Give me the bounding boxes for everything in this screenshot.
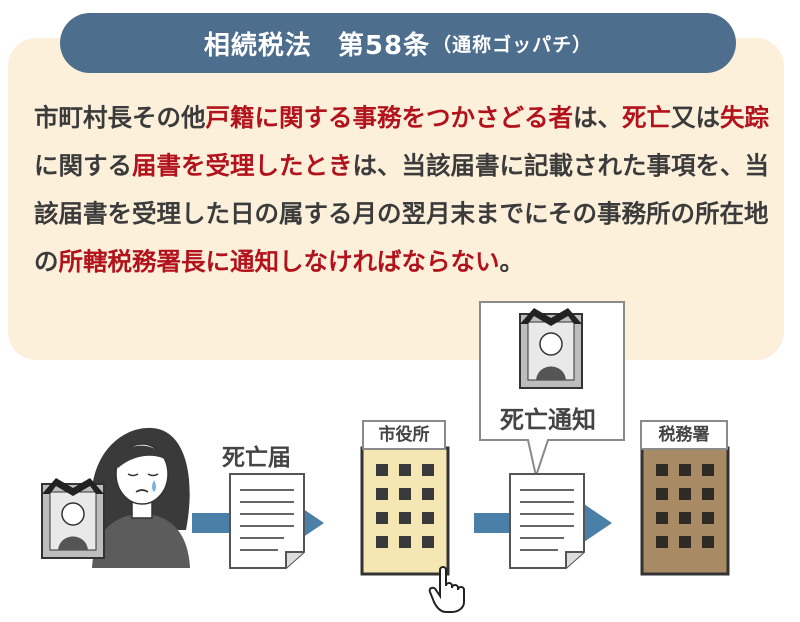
article-segment: に関する xyxy=(34,151,132,180)
title-banner: 相続税法 第58条 （通称ゴッパチ） xyxy=(60,13,736,73)
article-segment: 又は xyxy=(671,103,720,132)
death-report-document-icon xyxy=(229,473,305,569)
article-segment: 。 xyxy=(499,247,525,276)
tax-office-sign: 税務署 xyxy=(640,420,728,450)
article-segment: 市町村長その他 xyxy=(34,103,206,132)
city-office-building-icon xyxy=(360,446,450,576)
article-highlight: 失踪 xyxy=(720,103,769,132)
article-highlight: 届書を受理したとき xyxy=(132,151,353,180)
nickname-note: （通称ゴッパチ） xyxy=(432,33,593,56)
article-segment: は、当該届書に記載された事項を、当該届書を受理した日の属する月の翌月末までにその… xyxy=(34,151,769,276)
article-panel xyxy=(8,38,784,360)
article-highlight: 戸籍に関する事務をつかさどる者 xyxy=(205,103,574,132)
article-text: 市町村長その他戸籍に関する事務をつかさどる者は、死亡又は失踪に関する届書を受理し… xyxy=(34,94,772,286)
bereaved-person-icon xyxy=(41,427,190,568)
tax-office-building-icon xyxy=(640,446,730,576)
article-number: 第58条 xyxy=(337,30,431,61)
article-highlight: 死亡 xyxy=(622,103,671,132)
city-office-sign: 市役所 xyxy=(362,420,446,450)
death-report-label: 死亡届 xyxy=(222,445,291,471)
hand-cursor-icon xyxy=(428,566,465,613)
article-highlight: 所轄税務署長に通知しなければならない xyxy=(58,247,500,276)
death-notice-bubble xyxy=(479,301,625,480)
law-name: 相続税法 xyxy=(203,30,312,61)
death-notice-document-icon xyxy=(509,473,585,569)
article-segment: は、 xyxy=(573,103,622,132)
death-notice-label: 死亡通知 xyxy=(500,406,596,434)
